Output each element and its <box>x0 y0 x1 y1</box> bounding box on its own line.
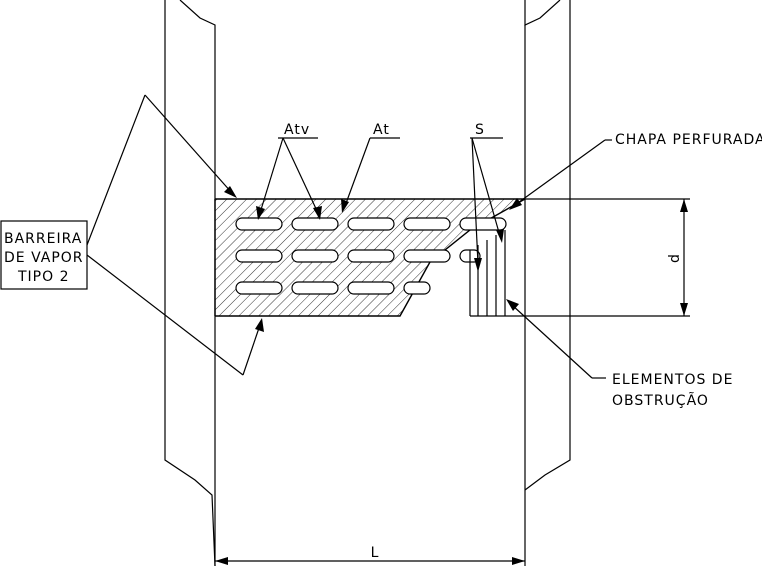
barreira-leaders <box>86 94 264 376</box>
dimension-d-label: d <box>667 253 683 263</box>
s-label: S <box>475 122 485 138</box>
left-wall <box>164 0 216 566</box>
dimension-l <box>215 557 525 565</box>
s-leader <box>470 137 504 272</box>
barreira-line-3: TIPO 2 <box>17 269 70 285</box>
dimension-l-label: L <box>371 545 380 561</box>
dimension-d <box>525 198 690 317</box>
right-wall <box>524 0 571 566</box>
at-leader <box>341 137 400 213</box>
elementos-line-2: OBSTRUÇÃO <box>612 392 709 409</box>
atv-label: Atv <box>284 122 310 138</box>
plate-slots <box>235 217 507 295</box>
elementos-leader <box>506 299 606 379</box>
elementos-line-1: ELEMENTOS DE <box>612 372 733 388</box>
barreira-line-2: DE VAPOR <box>4 250 84 266</box>
chapa-leader <box>509 139 612 210</box>
atv-leader <box>256 137 322 220</box>
barreira-line-1: BARREIRA <box>4 231 82 247</box>
at-label: At <box>373 122 390 138</box>
obstruction-elements <box>469 230 525 317</box>
chapa-perfurada-label: CHAPA PERFURADA <box>615 132 762 148</box>
